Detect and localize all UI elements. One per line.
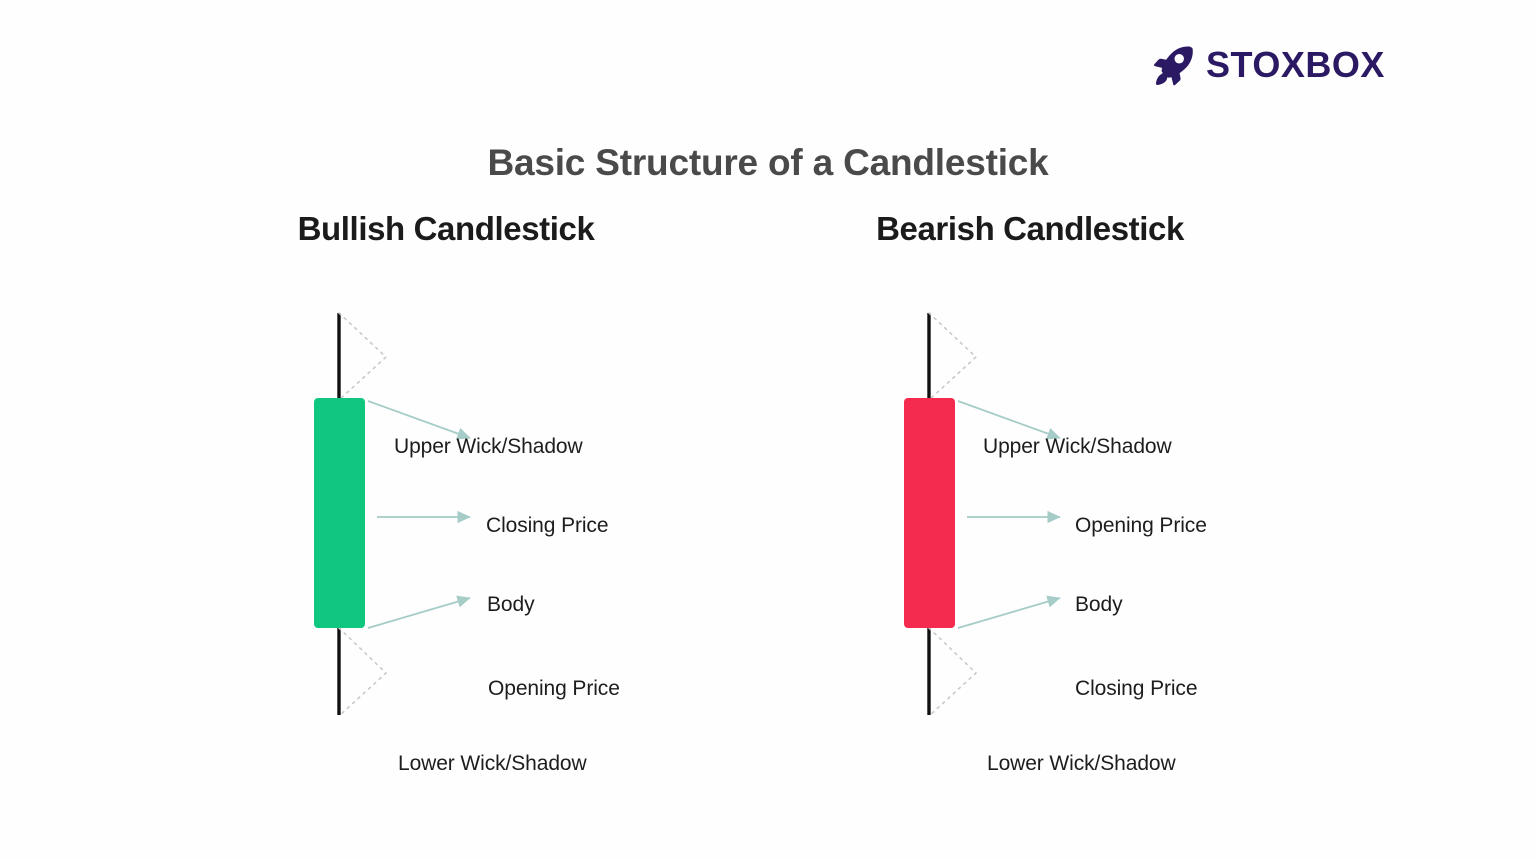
bullish-candlestick-diagram: Upper Wick/Shadow Closing Price Body Ope… [130,300,790,775]
label-top-price: Opening Price [1075,514,1207,537]
rocket-icon [1152,44,1194,86]
label-top-price: Closing Price [486,514,609,537]
brand-name: STOXBOX [1206,44,1385,85]
lower-wick-bracket [928,627,978,717]
candle-body [314,398,365,628]
panel-title-bullish: Bullish Candlestick [297,210,595,247]
lower-wick-bracket [338,627,388,717]
label-lower-wick: Lower Wick/Shadow [398,752,587,775]
label-lower-wick: Lower Wick/Shadow [987,752,1176,775]
arrow-to-top-price [367,400,471,440]
label-body: Body [487,593,535,616]
label-bottom-price: Opening Price [488,677,620,700]
label-upper-wick: Upper Wick/Shadow [983,435,1172,458]
label-body: Body [1075,593,1123,616]
brand-logo: STOXBOX [1152,44,1385,86]
panel-title-bearish: Bearish Candlestick [876,210,1184,247]
arrow-to-bottom-price [367,595,471,629]
label-bottom-price: Closing Price [1075,677,1198,700]
page-title: Basic Structure of a Candlestick [487,141,1049,183]
bearish-candlestick-diagram: Upper Wick/Shadow Opening Price Body Clo… [715,300,1375,775]
label-upper-wick: Upper Wick/Shadow [394,435,583,458]
upper-wick-bracket [928,312,978,401]
candle-body [904,398,955,628]
arrow-to-top-price [957,400,1061,440]
panel-bearish-candlestick: Bearish Candlestick Upper Wick/Shadow Op… [715,210,1375,775]
arrow-to-bottom-price [957,595,1061,629]
panel-bullish-candlestick: Bullish Candlestick Upper Wick/Shad [130,210,790,775]
upper-wick-bracket [338,312,388,401]
